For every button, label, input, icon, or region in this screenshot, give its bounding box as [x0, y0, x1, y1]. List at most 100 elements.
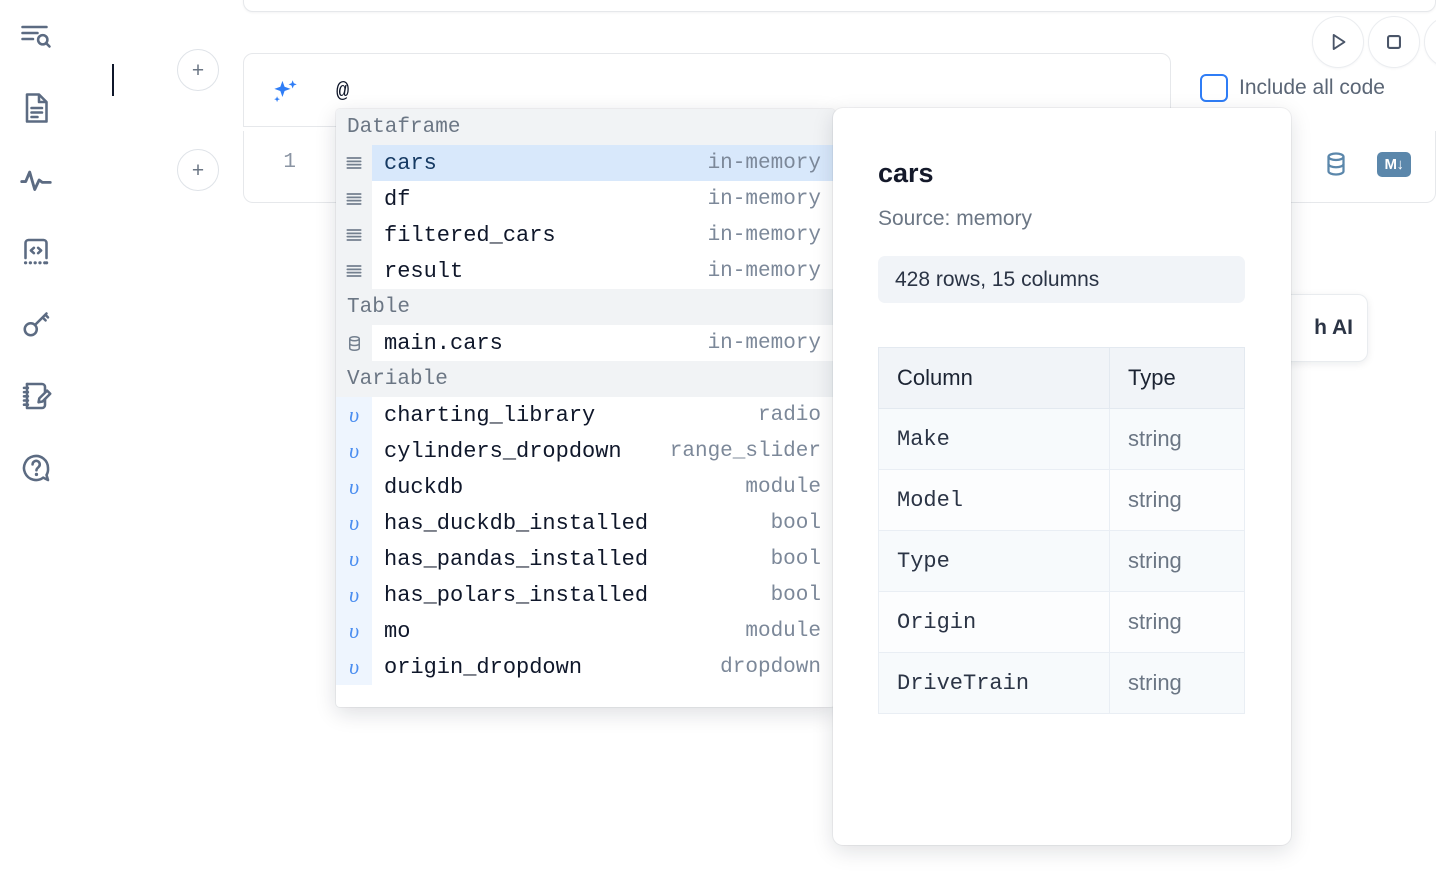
autocomplete-item-name: has_duckdb_installed — [384, 510, 649, 536]
autocomplete-item-name: filtered_cars — [384, 222, 556, 248]
autocomplete-item-name: duckdb — [384, 474, 464, 500]
doc-column-type: string — [1109, 591, 1245, 653]
autocomplete-item-name: mo — [384, 618, 411, 644]
include-all-code-row[interactable]: Include all code — [1200, 74, 1385, 102]
autocomplete-item-type: in-memory — [707, 259, 821, 283]
activity-icon[interactable] — [14, 158, 58, 202]
dataframe-icon — [336, 145, 372, 181]
autocomplete-item-type: module — [745, 475, 821, 499]
doc-source: Source: memory — [878, 207, 1033, 230]
variable-icon: υ — [336, 397, 372, 433]
doc-shape-badge: 428 rows, 15 columns — [878, 256, 1245, 303]
doc-column-name: DriveTrain — [878, 652, 1110, 714]
doc-col-header: Column — [878, 347, 1110, 409]
autocomplete-item[interactable]: υ charting_library radio — [336, 397, 835, 433]
variable-icon: υ — [336, 469, 372, 505]
autocomplete-item-type: in-memory — [707, 145, 835, 181]
variable-icon: υ — [336, 541, 372, 577]
autocomplete-item-type: module — [745, 619, 821, 643]
generate-with-ai-label: h AI — [1314, 316, 1353, 339]
database-icon[interactable] — [1321, 149, 1351, 179]
key-icon[interactable] — [14, 302, 58, 346]
autocomplete-item-name: main.cars — [384, 330, 503, 356]
variable-icon: υ — [336, 613, 372, 649]
autocomplete-item-type: dropdown — [720, 655, 821, 679]
doc-column-type: string — [1109, 408, 1245, 470]
line-number: 1 — [283, 151, 296, 174]
dataframe-icon — [336, 181, 372, 217]
doc-column-type: string — [1109, 530, 1245, 592]
more-actions-button[interactable] — [1424, 16, 1436, 68]
autocomplete-item-name: has_polars_installed — [384, 582, 649, 608]
doc-type-header: Type — [1109, 347, 1245, 409]
doc-column-name: Model — [878, 469, 1110, 531]
autocomplete-item[interactable]: υ has_polars_installed bool — [336, 577, 835, 613]
variable-icon: υ — [336, 505, 372, 541]
chat-help-icon[interactable] — [14, 446, 58, 490]
autocomplete-item-type: radio — [757, 403, 821, 427]
variable-icon: υ — [336, 577, 372, 613]
autocomplete-item[interactable]: filtered_cars in-memory — [336, 217, 835, 253]
notebook-edit-icon[interactable] — [14, 374, 58, 418]
dataframe-icon — [336, 217, 372, 253]
autocomplete-item-name: cars — [372, 145, 708, 181]
include-all-code-checkbox[interactable] — [1200, 74, 1228, 102]
autocomplete-item[interactable]: υ has_pandas_installed bool — [336, 541, 835, 577]
autocomplete-item-type: bool — [770, 583, 821, 607]
cell-toolbar-icons: M↓ — [1321, 149, 1411, 179]
doc-column-name: Make — [878, 408, 1110, 470]
table-icon — [336, 325, 372, 361]
autocomplete-item-name: has_pandas_installed — [384, 546, 649, 572]
add-cell-button-top[interactable]: + — [177, 49, 219, 91]
markdown-icon[interactable]: M↓ — [1377, 151, 1411, 177]
variable-icon: υ — [336, 649, 372, 685]
autocomplete-item-type: bool — [770, 547, 821, 571]
dataframe-doc-panel: cars Source: memory 428 rows, 15 columns… — [833, 108, 1291, 845]
ai-prompt-input[interactable] — [336, 74, 1136, 108]
autocomplete-item-type: in-memory — [707, 223, 821, 247]
doc-column-name: Origin — [878, 591, 1110, 653]
autocomplete-item-type: in-memory — [707, 331, 821, 355]
stop-button[interactable] — [1368, 16, 1420, 68]
run-button[interactable] — [1312, 16, 1364, 68]
text-caret — [112, 64, 114, 96]
autocomplete-item-type: in-memory — [707, 187, 821, 211]
autocomplete-group-header: Dataframe — [336, 109, 835, 145]
autocomplete-item-name: origin_dropdown — [384, 654, 583, 680]
autocomplete-item[interactable]: υ origin_dropdown dropdown — [336, 649, 835, 685]
dataframe-icon — [336, 253, 372, 289]
sparkles-icon — [268, 76, 302, 115]
autocomplete-item[interactable]: result in-memory — [336, 253, 835, 289]
autocomplete-group-header: Table — [336, 289, 835, 325]
doc-column-name: Type — [878, 530, 1110, 592]
doc-column-type: string — [1109, 652, 1245, 714]
autocomplete-item[interactable]: main.cars in-memory — [336, 325, 835, 361]
autocomplete-item-name: result — [384, 258, 464, 284]
code-snippet-icon[interactable] — [14, 230, 58, 274]
add-cell-button-bottom[interactable]: + — [177, 149, 219, 191]
doc-column-type: string — [1109, 469, 1245, 531]
doc-title: cars — [878, 158, 934, 188]
cell-above — [243, 0, 1436, 12]
file-text-icon[interactable] — [14, 86, 58, 130]
include-all-code-label: Include all code — [1239, 76, 1385, 99]
autocomplete-group-header: Variable — [336, 361, 835, 397]
explore-icon[interactable] — [14, 14, 58, 58]
autocomplete-item-name: charting_library — [384, 402, 596, 428]
autocomplete-item-name: cylinders_dropdown — [384, 438, 622, 464]
